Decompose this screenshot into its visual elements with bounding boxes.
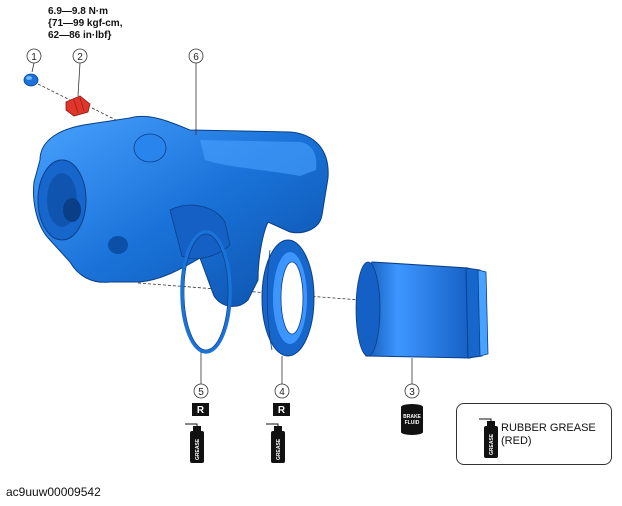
torque-spec-inlbf: 62—86 in·lbf} — [48, 30, 112, 41]
r-badge-part-5: R — [192, 403, 209, 416]
dust-boot-part — [261, 239, 315, 357]
svg-text:1: 1 — [31, 52, 37, 63]
brake-fluid-can-icon: BRAKE FLUID — [401, 404, 423, 435]
bleeder-screw-part — [65, 95, 91, 117]
torque-spec-nm: 6.9—9.8 N·m — [48, 6, 109, 17]
r-badge-part-4: R — [273, 403, 290, 416]
caliper-body-part — [33, 115, 329, 307]
callout-1: 1 — [26, 48, 42, 73]
legend-label: RUBBER GREASE (RED) — [501, 422, 596, 448]
svg-text:R: R — [278, 405, 286, 416]
piston-part — [355, 261, 489, 359]
callout-5: 5 — [193, 352, 209, 399]
grease-tube-icon: GREASE — [479, 418, 498, 458]
svg-text:BRAKE: BRAKE — [403, 414, 421, 420]
grease-tube-icon: GREASE — [185, 423, 204, 463]
legend-box: GREASE RUBBER GREASE (RED) — [456, 403, 612, 465]
svg-text:6: 6 — [193, 52, 199, 63]
svg-text:R: R — [197, 405, 205, 416]
svg-text:4: 4 — [279, 387, 285, 398]
svg-text:GREASE: GREASE — [195, 438, 201, 460]
callout-3: 3 — [404, 358, 420, 399]
callout-4: 4 — [274, 356, 290, 399]
svg-text:GREASE: GREASE — [489, 433, 495, 455]
svg-text:GREASE: GREASE — [276, 438, 282, 460]
legend-label-line1: RUBBER GREASE — [501, 422, 596, 434]
torque-spec: 6.9—9.8 N·m {71—99 kgf-cm, 62—86 in·lbf} — [48, 6, 122, 42]
svg-text:3: 3 — [409, 387, 415, 398]
piston-seal-part — [180, 230, 232, 354]
svg-text:2: 2 — [77, 52, 83, 63]
callout-6: 6 — [188, 48, 204, 135]
grease-tube-icon: GREASE — [266, 423, 285, 463]
svg-text:FLUID: FLUID — [405, 420, 420, 426]
figure-code: ac9uuw00009542 — [6, 485, 101, 499]
callout-2: 2 — [72, 48, 88, 97]
svg-text:5: 5 — [198, 387, 204, 398]
legend-label-line2: (RED) — [501, 435, 532, 447]
bleeder-cap-part — [23, 73, 39, 87]
torque-spec-kgf: {71—99 kgf-cm, — [48, 18, 123, 29]
